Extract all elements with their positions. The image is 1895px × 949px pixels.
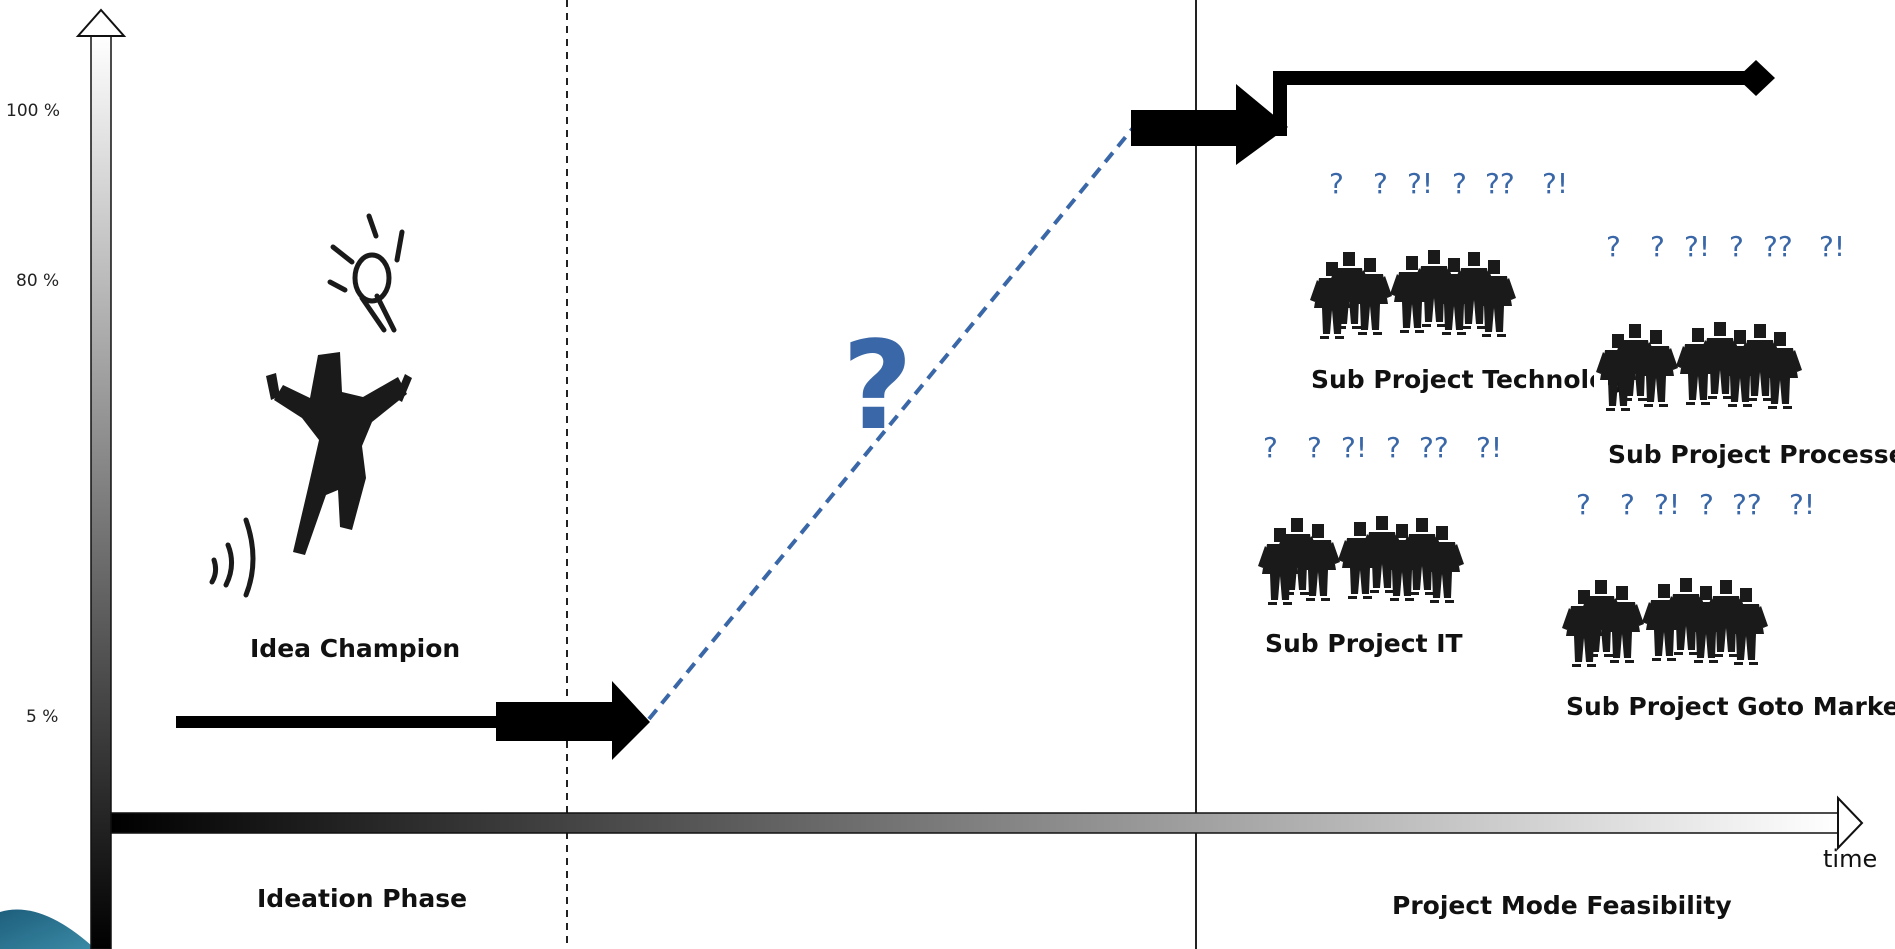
sub-project-it-questions: ? ? ?! ? ?? ?!: [1263, 431, 1502, 464]
top-level-diamond: [1737, 60, 1775, 96]
project-mode-label: Project Mode Feasibility: [1392, 891, 1732, 920]
team-illustration: [1596, 322, 1802, 411]
ideation-phase-label: Ideation Phase: [257, 884, 467, 913]
x-axis-arrowhead: [1837, 795, 1864, 851]
sub-project-technology-label: Sub Project Technolog: [1311, 365, 1624, 394]
question-mark: ?: [1263, 431, 1278, 464]
question-mark: ?!: [1684, 230, 1710, 263]
x-axis-bar: [110, 812, 1840, 834]
idea-champion-figure: [209, 213, 412, 598]
question-mark: ?: [1650, 230, 1665, 263]
question-mark: ?: [1452, 167, 1467, 200]
question-mark: ?: [1329, 167, 1344, 200]
idea-champion-label: Idea Champion: [250, 634, 460, 663]
sub-project-goto-market-group: ? ? ?! ? ?? ?! Sub Project Goto Market: [1562, 488, 1895, 721]
question-mark: ??: [1732, 488, 1762, 521]
question-mark: ?!: [1789, 488, 1815, 521]
team-illustration: [1310, 250, 1516, 339]
y-axis-bar: [90, 34, 112, 949]
motion-lines: [209, 517, 256, 598]
question-mark: ?: [1576, 488, 1591, 521]
question-mark: ?!: [1476, 431, 1502, 464]
y-tick-100: 100 %: [6, 101, 60, 121]
top-level-arrow: [1131, 84, 1288, 165]
sub-project-it-label: Sub Project IT: [1265, 629, 1463, 658]
sub-project-processes-label: Sub Project Processes: [1608, 440, 1895, 469]
question-mark: ??: [1763, 230, 1793, 263]
question-mark: ?: [1620, 488, 1635, 521]
sub-project-technology-group: ? ? ?! ? ?? ?! Sub Project Technolog: [1310, 167, 1624, 394]
question-mark: ?: [1386, 431, 1401, 464]
sub-project-goto-market-questions: ? ? ?! ? ?? ?!: [1576, 488, 1815, 521]
question-mark: ??: [1419, 431, 1449, 464]
question-mark: ?: [1729, 230, 1744, 263]
question-mark: ?!: [1819, 230, 1845, 263]
idea-champion-arm-right: [395, 374, 412, 402]
middle-question-mark: ?: [842, 315, 913, 457]
idea-champion-body: [274, 352, 407, 555]
question-mark: ?: [1699, 488, 1714, 521]
question-mark: ?: [1373, 167, 1388, 200]
sub-project-processes-questions: ? ? ?! ? ?? ?!: [1606, 230, 1845, 263]
top-level-line: [1273, 71, 1755, 136]
question-mark: ?: [1307, 431, 1322, 464]
corner-decoration: [0, 909, 92, 949]
team-illustration: [1258, 516, 1464, 605]
sub-project-goto-market-label: Sub Project Goto Market: [1566, 692, 1895, 721]
sub-project-processes-group: ? ? ?! ? ?? ?! Sub Project Processes: [1596, 230, 1895, 469]
y-tick-5: 5 %: [26, 707, 58, 727]
uncertain-ramp-line: [647, 126, 1135, 721]
question-mark: ?!: [1654, 488, 1680, 521]
question-mark: ?!: [1407, 167, 1433, 200]
question-mark: ?: [1606, 230, 1621, 263]
question-mark: ?!: [1341, 431, 1367, 464]
idea-champion-arm-left: [266, 373, 280, 400]
x-axis-label: time: [1823, 845, 1877, 873]
low-level-line: [176, 716, 502, 728]
team-illustration: [1562, 578, 1768, 667]
y-tick-80: 80 %: [16, 271, 59, 291]
lightbulb-icon: [327, 213, 405, 333]
sub-project-it-group: ? ? ?! ? ?? ?! Sub Project IT: [1258, 431, 1502, 658]
question-mark: ??: [1485, 167, 1515, 200]
low-level-arrow: [496, 681, 650, 760]
question-mark: ?!: [1542, 167, 1568, 200]
y-axis-arrowhead: [75, 8, 127, 37]
sub-project-technology-questions: ? ? ?! ? ?? ?!: [1329, 167, 1568, 200]
